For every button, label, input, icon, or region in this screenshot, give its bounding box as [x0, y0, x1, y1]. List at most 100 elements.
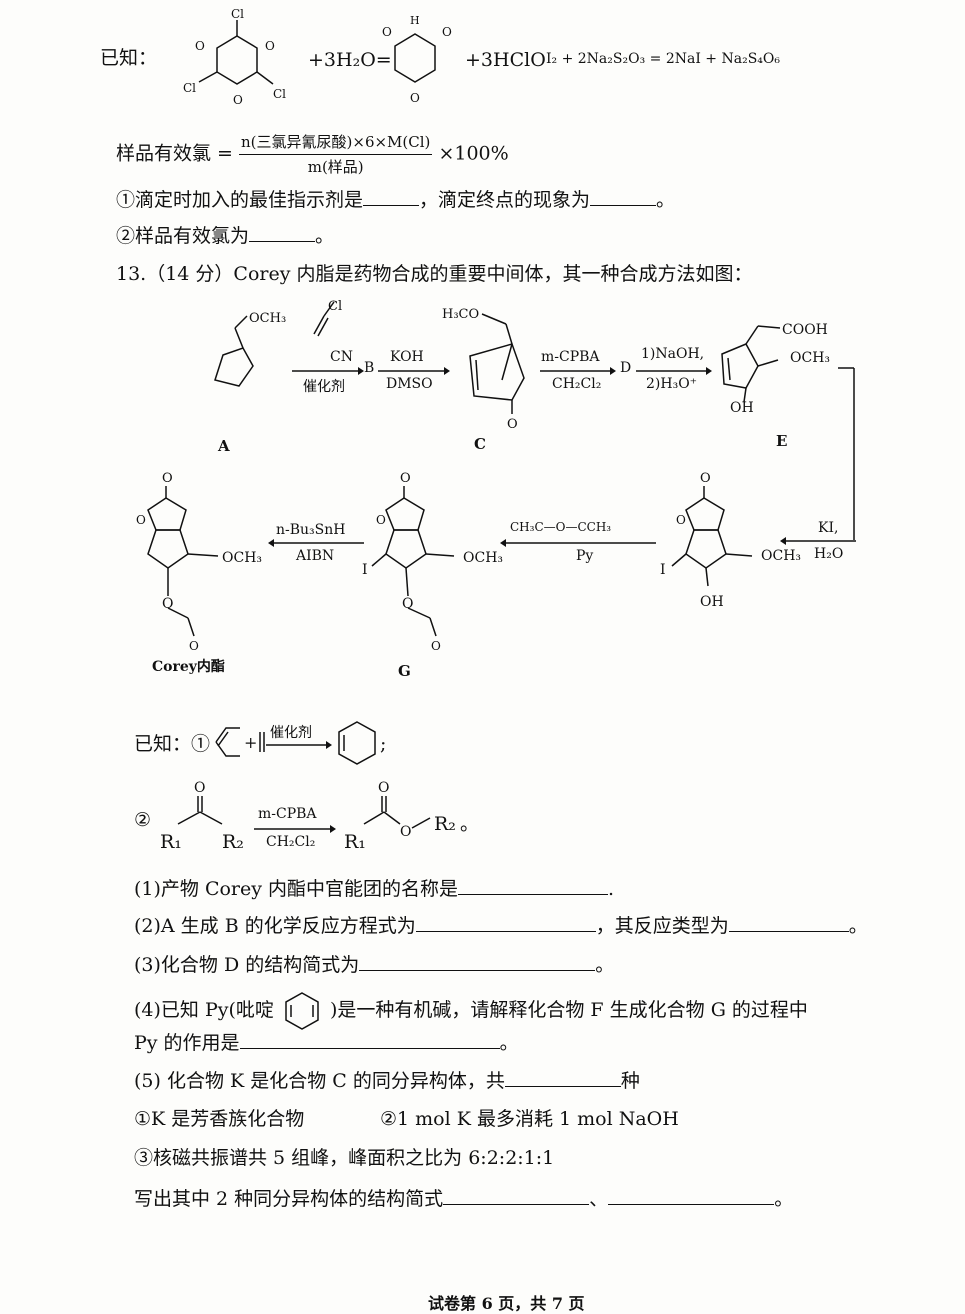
- arrow-to-f: [780, 537, 856, 545]
- arrow-c-to-d: [540, 367, 616, 375]
- compound-a-structure: OCH₃: [214, 311, 286, 387]
- ester-structure: O O: [363, 780, 431, 840]
- svg-text:O: O: [410, 91, 420, 105]
- label-compound-c: C: [474, 435, 486, 453]
- answer-blank-q3[interactable]: [359, 952, 596, 971]
- svg-text:O: O: [700, 471, 711, 486]
- arrow-diels-alder: [266, 741, 332, 749]
- svg-text:O: O: [400, 824, 411, 840]
- svg-text:Cl: Cl: [328, 299, 342, 314]
- svg-text:Cl: Cl: [183, 81, 196, 95]
- f-iodo: I: [660, 562, 666, 578]
- formula-fraction: n(三氯异氰尿酸)×6×M(Cl) m(样品): [239, 130, 433, 179]
- svg-text:O: O: [400, 471, 411, 486]
- svg-text:+: +: [244, 733, 257, 752]
- trichloroisocyanuric-acid-structure: Cl O O O Cl Cl: [183, 7, 286, 106]
- compound-f-structure: O O: [671, 471, 753, 587]
- arrow-a-to-b: [292, 367, 364, 375]
- answer-blank-chlorine[interactable]: [249, 223, 316, 242]
- q12-line2: ②样品有效氯为。: [116, 223, 335, 247]
- answer-blank-q5-count[interactable]: [504, 1068, 621, 1087]
- reagent-gh-top: n-Bu₃SnH: [276, 522, 346, 538]
- e-och3: OCH₃: [790, 350, 831, 366]
- corey-lactone-structure: O O O: [136, 471, 219, 653]
- eq1-hclo: +3HClO: [465, 49, 546, 71]
- ester-r1: R₁: [344, 831, 366, 853]
- diels-alder-reactants: +: [215, 727, 265, 757]
- svg-text:Cl: Cl: [273, 87, 286, 101]
- known2-end: 。: [460, 813, 480, 835]
- condition-2: ②1 mol K 最多消耗 1 mol NaOH: [380, 1108, 679, 1130]
- label-compound-e: E: [776, 432, 788, 450]
- svg-text:O: O: [136, 513, 146, 527]
- svg-text:O: O: [194, 780, 205, 796]
- svg-text:O: O: [376, 513, 386, 527]
- page-footer: 试卷第 6 页，共 7 页: [428, 1294, 585, 1313]
- answer-blank-indicator[interactable]: [363, 187, 420, 206]
- effective-chlorine-formula: 样品有效氯 = n(三氯异氰尿酸)×6×M(Cl) m(样品) ×100%: [116, 130, 509, 179]
- ester-r2: R₂: [434, 813, 456, 835]
- ketone-r2: R₂: [222, 831, 244, 853]
- cyclohexene-structure: [338, 721, 376, 765]
- answer-blank-endpoint[interactable]: [590, 187, 657, 206]
- reagent-gh-bottom: AIBN: [296, 548, 335, 564]
- reagent-ab-bottom: 催化剂: [303, 379, 345, 395]
- f-oh: OH: [700, 594, 724, 610]
- svg-text:O: O: [507, 417, 518, 432]
- svg-text:O: O: [378, 780, 389, 796]
- svg-text:H: H: [410, 14, 420, 27]
- pyridine-structure: [285, 992, 319, 1030]
- arrow-g-to-corey: [268, 539, 364, 547]
- arrow-baeyer-villiger: [254, 825, 336, 833]
- label-compound-a: A: [218, 437, 230, 455]
- e-oh: OH: [730, 400, 754, 416]
- g-iodo: I: [362, 562, 368, 578]
- answer-blank-q2-type[interactable]: [728, 913, 849, 932]
- ketone-structure: O: [177, 780, 223, 825]
- svg-text:O: O: [431, 639, 441, 653]
- question-4-line1: (4)已知 Py(吡啶 )是一种有机碱，请解释化合物 F 生成化合物 G 的过程…: [134, 991, 808, 1031]
- answer-blank-q1[interactable]: [458, 876, 609, 895]
- reagent-de-bottom: 2)H₃O⁺: [646, 376, 698, 392]
- q12-line1: ①滴定时加入的最佳指示剂是，滴定终点的现象为。: [116, 187, 676, 211]
- answer-blank-q5-isomer-2[interactable]: [608, 1186, 775, 1205]
- answer-blank-q2-equation[interactable]: [415, 913, 596, 932]
- reagent-de-top: 1)NaOH,: [641, 346, 705, 362]
- svg-text:O: O: [195, 39, 205, 53]
- cyanuric-acid-structure: H O O O: [382, 14, 452, 105]
- reagent-ab-top: CN: [330, 349, 353, 365]
- label-corey-lactone: Corey内酯: [152, 659, 225, 675]
- svg-text:O: O: [382, 25, 392, 39]
- known2-catalyst: 催化剂: [270, 725, 312, 741]
- compound-c-structure: H₃CO O: [442, 307, 525, 432]
- label-compound-g: G: [398, 662, 411, 680]
- reagent-cd-top: m-CPBA: [541, 349, 600, 365]
- chloroacrylonitrile-structure: Cl: [313, 299, 342, 337]
- q13-title: 13.（14 分）Corey 内脂是药物合成的重要中间体，其一种合成方法如图：: [116, 263, 753, 285]
- arrow-b-to-c: [378, 367, 450, 375]
- formula-tail: ×100%: [438, 142, 509, 165]
- arrow-f-to-g: [500, 539, 656, 547]
- f-och3: OCH₃: [761, 548, 802, 564]
- known2-reagent-bottom: CH₂Cl₂: [266, 834, 316, 850]
- svg-text:H₃CO: H₃CO: [442, 307, 479, 322]
- question-1: (1)产物 Corey 内酯中官能团的名称是.: [134, 876, 615, 900]
- known2-reagent-top: m-CPBA: [258, 806, 317, 822]
- question-4-line2: Py 的作用是。: [134, 1030, 519, 1054]
- known2-semicolon: ;: [380, 733, 387, 755]
- answer-blank-q4[interactable]: [239, 1030, 500, 1049]
- compound-e-structure: [721, 325, 781, 403]
- svg-text:O: O: [233, 93, 243, 106]
- answer-blank-q5-isomer-1[interactable]: [443, 1186, 590, 1205]
- e-cooh: COOH: [782, 322, 828, 338]
- question-3: (3)化合物 D 的结构简式为。: [134, 952, 615, 976]
- arrow-e-to-f-connector: [838, 367, 855, 540]
- svg-text:Cl: Cl: [231, 7, 244, 21]
- svg-text:O: O: [676, 513, 686, 527]
- compound-g-structure: O O O: [371, 471, 455, 653]
- formula-lhs: 样品有效氯 =: [116, 142, 233, 165]
- reagent-fg-bottom: Py: [576, 548, 594, 564]
- eq2-iodine-thiosulfate: I₂ + 2Na₂S₂O₃ = 2NaI + Na₂S₄O₆: [546, 51, 780, 67]
- g-ester-o: O: [402, 596, 414, 612]
- known2-item2-num: ②: [134, 809, 152, 831]
